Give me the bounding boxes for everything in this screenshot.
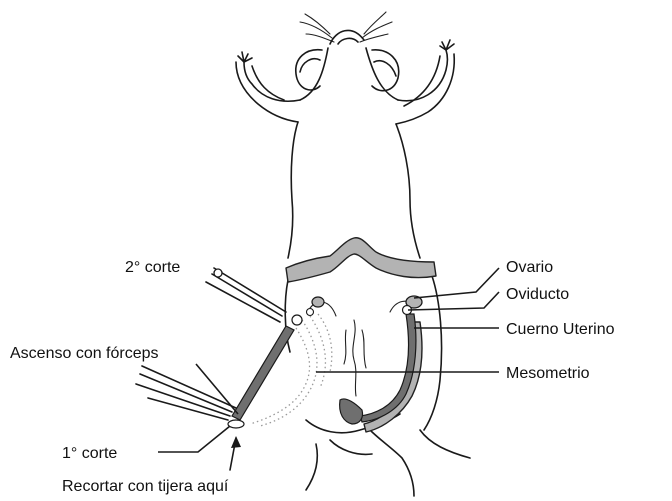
abdominal-wall-band <box>286 238 436 282</box>
label-uterine-horn: Cuerno Uterino <box>506 321 615 338</box>
label-second-cut: 2° corte <box>125 259 180 276</box>
label-trim-here: Recortar con tijera aquí <box>62 478 229 495</box>
uterine-tract-left <box>228 297 332 428</box>
label-mesometrium: Mesometrio <box>506 365 590 382</box>
label-oviduct: Oviducto <box>506 286 569 303</box>
label-ovary: Ovario <box>506 259 553 276</box>
forceps-upper <box>206 268 286 322</box>
leader-lines <box>158 268 499 470</box>
label-first-cut: 1° corte <box>62 445 117 462</box>
label-lift-forceps: Ascenso con fórceps <box>10 345 159 362</box>
uterine-tract-right <box>340 296 422 432</box>
